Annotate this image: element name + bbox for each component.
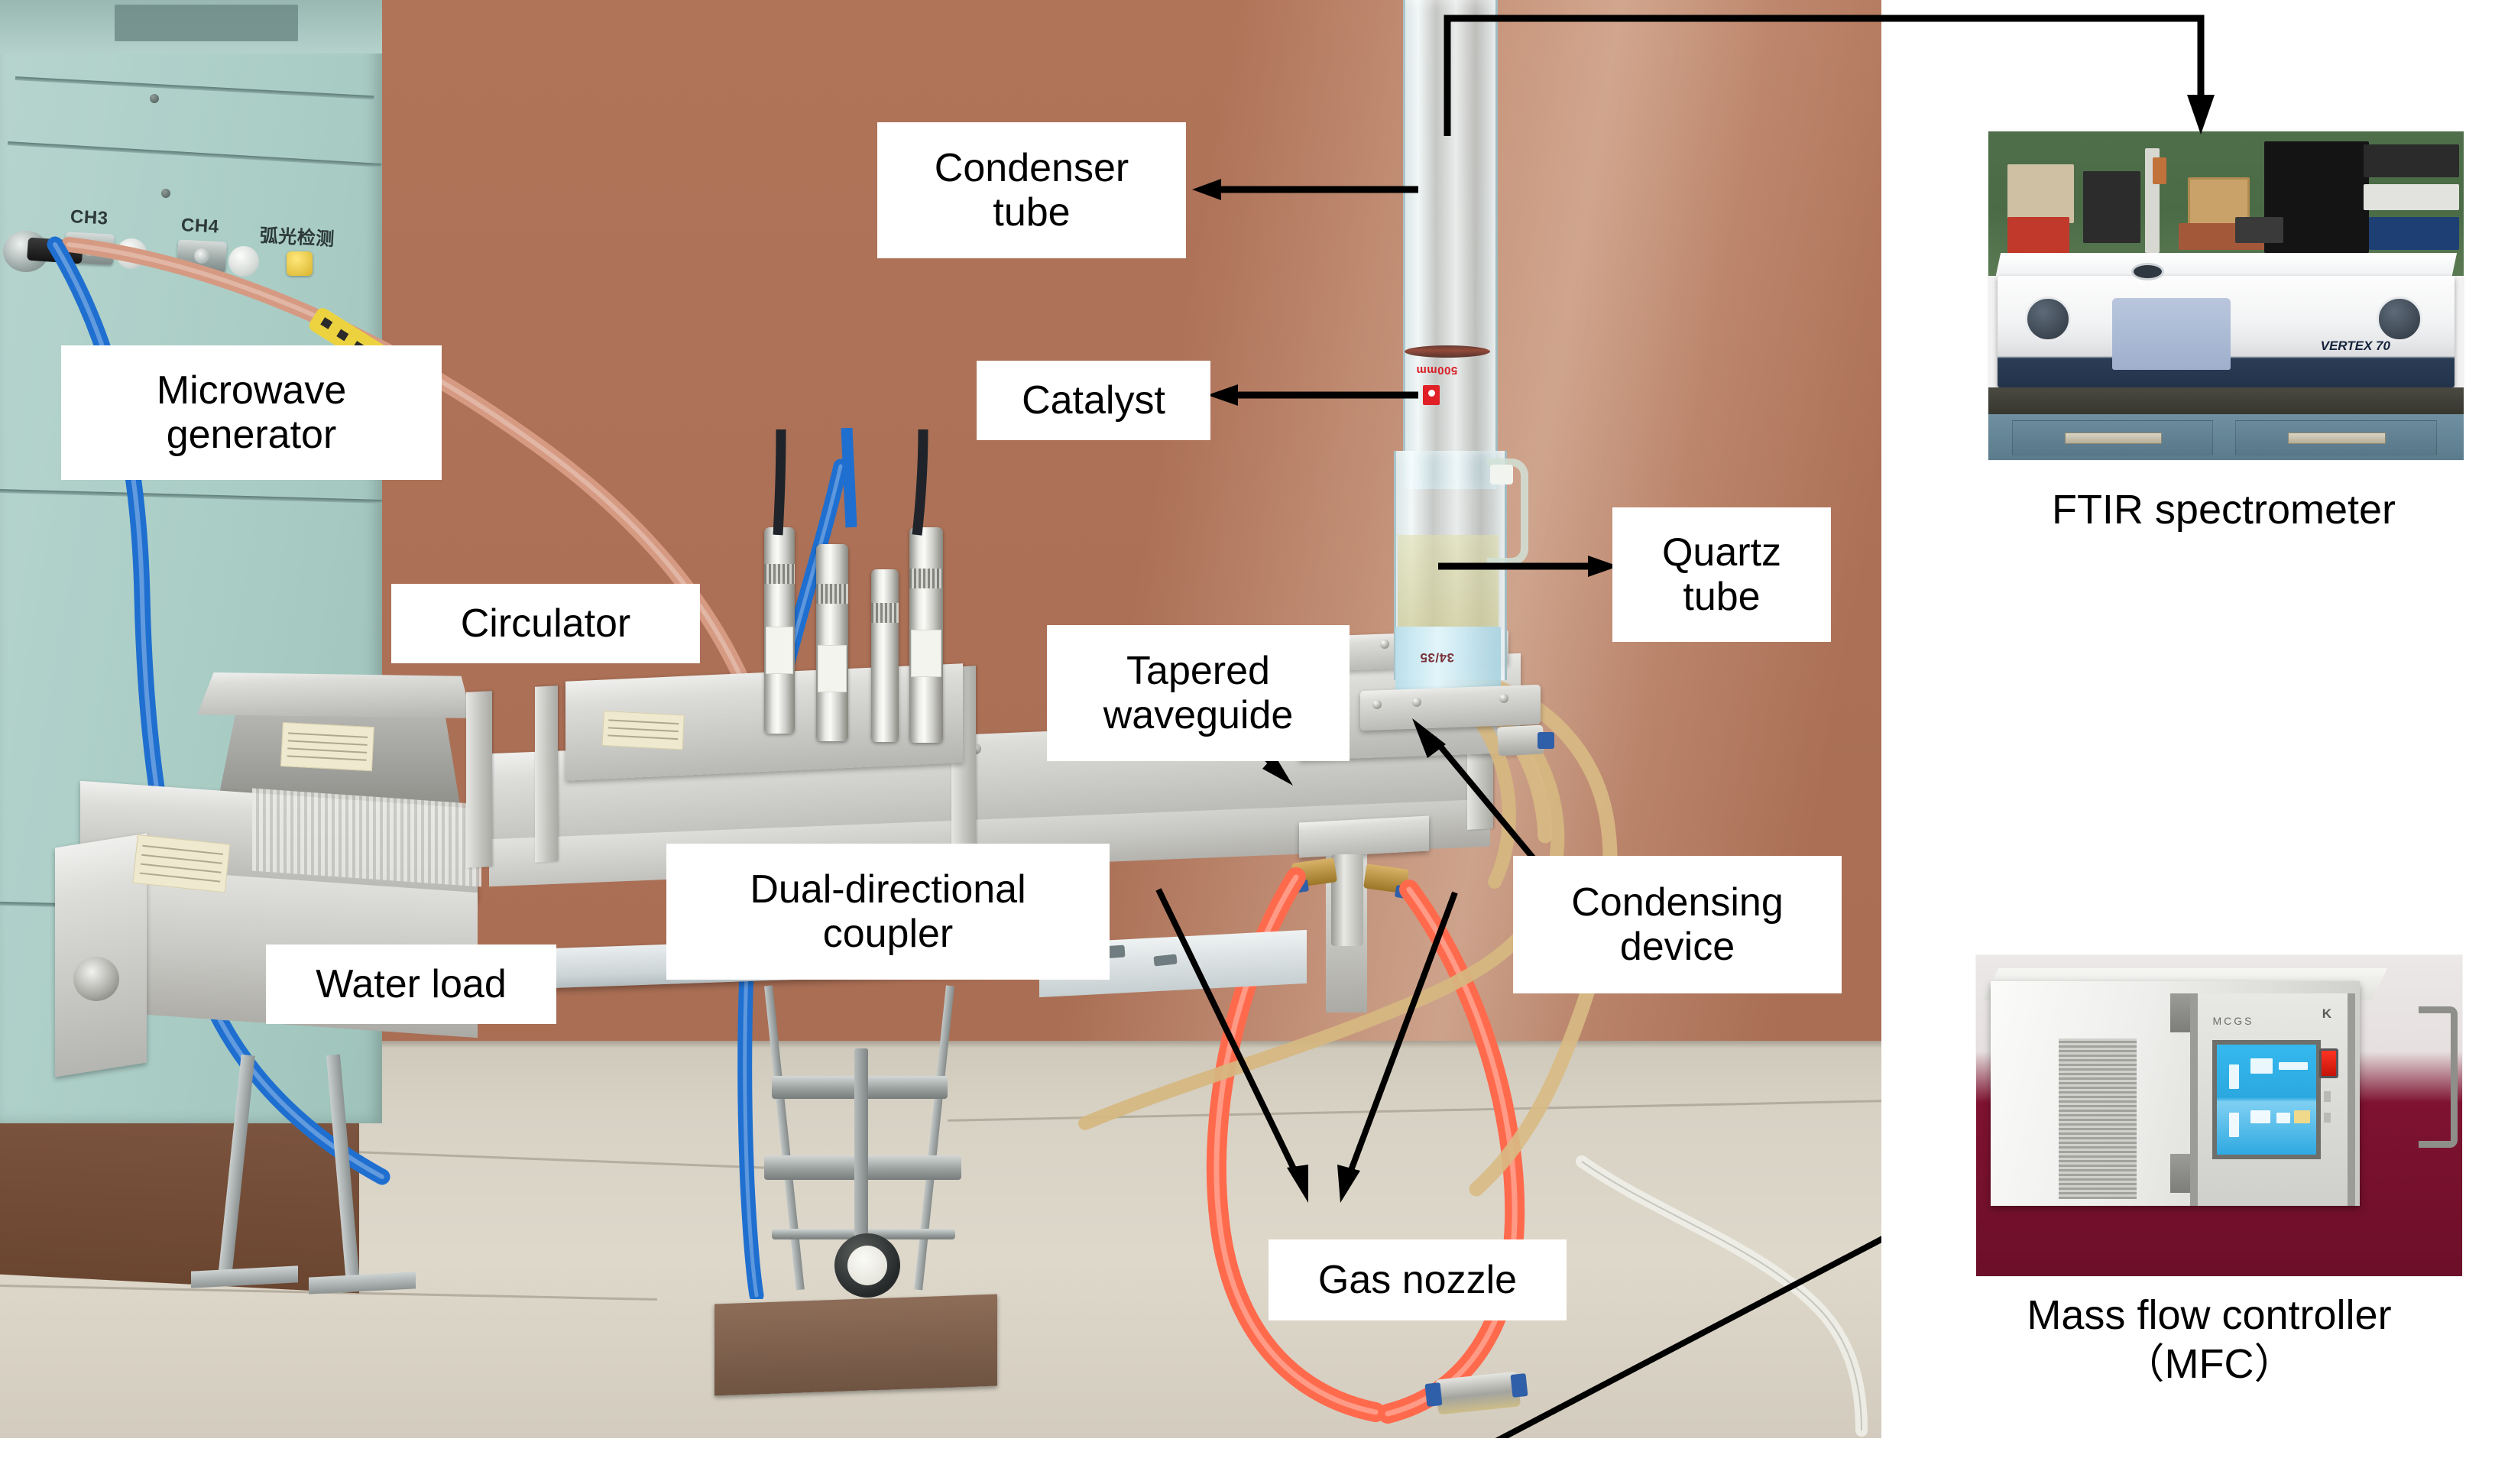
mfc-carry-handle[interactable] (2418, 1006, 2458, 1148)
caption-ftir: FTIR spectrometer (2051, 487, 2396, 533)
cabinet-seam (15, 76, 374, 100)
mfc-ventilation-grille (2059, 1038, 2137, 1200)
callout-circulator: Circulator (391, 584, 700, 663)
cabinet-seam (7, 141, 382, 168)
ftir-top-aperture (2131, 263, 2164, 281)
clutter-red-cloth (2007, 216, 2069, 257)
water-load-port (73, 957, 119, 1001)
arrow-gas-nozzle (1146, 879, 1467, 1207)
ftir-cabinet (1988, 413, 2464, 460)
tee-collar (1424, 1382, 1443, 1407)
quartz-tube-contents (1398, 535, 1499, 627)
arrow-outlet-to-ftir (1437, 6, 2216, 144)
port-collar (1538, 732, 1554, 749)
tube-length-mark: 500mm (1416, 364, 1458, 377)
arrow-condenser-tube (1192, 179, 1421, 200)
clutter-monitor (2083, 170, 2141, 244)
water-load-fins (252, 788, 481, 887)
inset-ftir-photo: VERTEX 70 (1988, 131, 2464, 460)
ftir-drawer[interactable] (2235, 420, 2437, 455)
clutter-shelf (2364, 144, 2459, 178)
mfc-indicator (2323, 1090, 2331, 1102)
attenuator-barrel-2 (816, 544, 848, 741)
jack-base-plate (714, 1294, 997, 1396)
clutter-box (2007, 164, 2074, 224)
port-label-arc-detect: 弧光检测 (259, 225, 335, 251)
ftir-port-left (2025, 296, 2071, 342)
cabinet-seam (0, 489, 382, 504)
callout-microwave-generator: Microwave generator (61, 345, 442, 480)
ftir-port-right (2377, 296, 2422, 342)
cabinet-screw (161, 189, 170, 198)
mfc-indicator (2323, 1112, 2331, 1123)
caption-mfc: Mass flow controller （MFC） (2027, 1292, 2392, 1387)
water-load-sticker (132, 834, 231, 893)
manufacturer-logo (1423, 385, 1440, 405)
port-label-ch3: CH3 (70, 206, 109, 229)
arrow-catalyst (1207, 382, 1421, 408)
ftir-drawer[interactable] (2012, 420, 2214, 455)
jack-center-post (854, 1048, 868, 1247)
attenuator-barrel-4 (909, 527, 943, 743)
callout-tapered-waveguide: Tapered waveguide (1047, 625, 1350, 761)
callout-water-load: Water load (266, 945, 556, 1024)
bnc-connector-ch4[interactable] (176, 239, 228, 273)
coupler-spec-sticker (601, 711, 685, 750)
mfc-front-panel: MCGS K (2189, 993, 2356, 1206)
circulator-top-plate (197, 672, 472, 718)
arc-detect-indicator[interactable] (287, 251, 313, 276)
insulator-bushing (116, 238, 147, 269)
callout-condenser-tube: Condenser tube (877, 122, 1186, 258)
condenser-side-arm (1487, 458, 1528, 565)
mfc-touchscreen[interactable] (2212, 1040, 2321, 1159)
mfc-panel-brand: MCGS (2212, 1015, 2254, 1028)
ftir-sample-hatch[interactable] (2111, 298, 2231, 370)
waveguide-flange (466, 691, 492, 868)
ftir-brand-label: VERTEX 70 (2320, 339, 2390, 354)
callout-catalyst: Catalyst (977, 361, 1210, 440)
ftir-spectrometer-body: VERTEX 70 (1998, 276, 2455, 388)
cabinet-screw (150, 94, 159, 103)
ftir-bench-top (1988, 387, 2464, 414)
water-load-end-flange (55, 833, 147, 1077)
clutter-instrument (2235, 216, 2283, 244)
inset-mfc-photo: MCGS K (1976, 955, 2462, 1276)
cabinet-display-slot (115, 5, 298, 41)
mfc-manufacturer-mark: K (2322, 1006, 2331, 1022)
callout-gas-nozzle: Gas nozzle (1269, 1239, 1567, 1320)
callout-quartz-tube: Quartz tube (1612, 507, 1831, 642)
circulator-spec-sticker (280, 722, 374, 772)
insulator-bushing (228, 246, 259, 277)
drawer-handle[interactable] (2065, 432, 2163, 444)
jack-adjustment-knob[interactable] (834, 1233, 900, 1298)
clutter-shelf (2364, 183, 2459, 211)
coax-boot (27, 237, 83, 264)
callout-dual-directional-coupler: Dual-directional coupler (666, 844, 1110, 980)
callout-condensing-device: Condensing device (1513, 856, 1842, 993)
mfc-power-switch[interactable] (2318, 1048, 2339, 1079)
clutter-blue-bin (2368, 216, 2459, 250)
catalyst-bed (1405, 345, 1490, 358)
joint-size-mark: 34/35 (1420, 650, 1455, 665)
attenuator-barrel-1 (764, 527, 795, 734)
clutter-handle (2152, 157, 2167, 184)
waveguide-flange (535, 685, 558, 863)
port-label-ch4: CH4 (180, 215, 220, 238)
attenuator-barrel-3 (871, 569, 899, 742)
drawer-handle[interactable] (2288, 432, 2386, 444)
arrow-quartz-tube (1435, 556, 1619, 577)
side-arm-clip (1490, 465, 1513, 484)
